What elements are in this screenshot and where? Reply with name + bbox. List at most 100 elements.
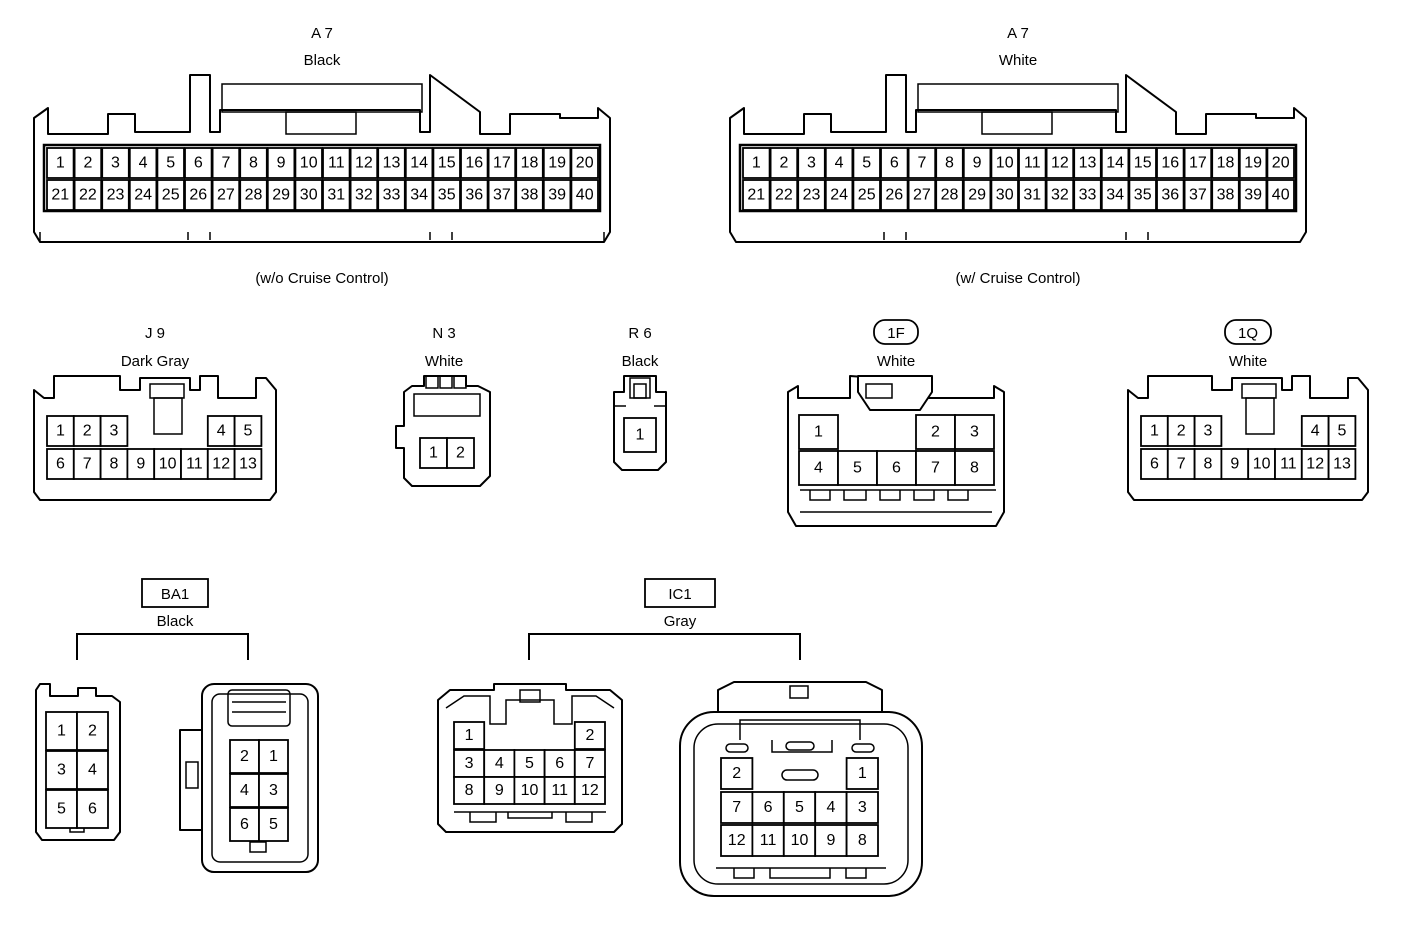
pin-cell <box>76 789 109 829</box>
pin-cell <box>322 147 351 179</box>
pin-cell <box>573 749 606 778</box>
ba1-tag-box <box>141 578 209 608</box>
pin-number: 19 <box>1244 155 1262 172</box>
pin-cell <box>962 147 992 179</box>
pin-number: 1 <box>636 427 645 444</box>
pin-cell <box>349 179 379 211</box>
pin-number: 2 <box>931 424 940 441</box>
pin-cell <box>1156 147 1185 179</box>
pin-cell <box>76 711 109 751</box>
pin-cell <box>824 179 854 211</box>
1f-color: White <box>877 353 915 370</box>
pin-number: 5 <box>1338 423 1347 440</box>
pin-cell <box>258 807 289 842</box>
n3-code: N 3 <box>432 325 455 342</box>
pin-number: 36 <box>1161 187 1179 204</box>
pin-number: 5 <box>166 155 175 172</box>
pin-number: 24 <box>830 187 848 204</box>
pin-number: 7 <box>917 155 926 172</box>
a7-black-color: Black <box>304 52 341 69</box>
pin-number: 28 <box>941 187 959 204</box>
pin-number: 19 <box>548 155 566 172</box>
pin-number: 3 <box>269 782 278 799</box>
pin-cell <box>1018 179 1047 211</box>
pin-number: 7 <box>931 460 940 477</box>
pin-number: 9 <box>495 782 504 799</box>
pin-cell <box>1193 448 1223 480</box>
pin-number: 37 <box>1189 187 1207 204</box>
pin-cell <box>258 739 289 774</box>
pin-number: 24 <box>134 187 152 204</box>
pin-cell <box>907 147 937 179</box>
pin-cell <box>1183 179 1213 211</box>
pin-cell <box>266 147 296 179</box>
pin-cell <box>487 179 517 211</box>
1q-color: White <box>1229 353 1267 370</box>
pin-cell <box>1128 179 1157 211</box>
pin-number: 27 <box>913 187 931 204</box>
pin-number: 2 <box>83 423 92 440</box>
pin-cell <box>1100 179 1130 211</box>
pin-number: 22 <box>79 187 97 204</box>
pin-number: 15 <box>1134 155 1152 172</box>
pin-cell <box>1327 448 1357 480</box>
pin-number: 12 <box>1051 155 1069 172</box>
pin-number: 26 <box>189 187 207 204</box>
pin-number: 23 <box>803 187 821 204</box>
pin-number: 32 <box>355 187 373 204</box>
pin-cell <box>101 147 130 179</box>
pin-cell <box>1100 147 1130 179</box>
pin-cell <box>623 417 657 453</box>
pin-cell <box>460 147 489 179</box>
pin-cell <box>99 415 129 447</box>
pin-cell <box>573 776 606 805</box>
pin-cell <box>72 415 102 447</box>
pin-cell <box>233 448 263 480</box>
pin-cell <box>1266 147 1295 179</box>
pin-cell <box>852 147 881 179</box>
pin-number: 4 <box>826 799 835 816</box>
pin-cell <box>404 179 434 211</box>
pin-number: 10 <box>996 155 1014 172</box>
pin-cell <box>184 179 213 211</box>
pin-number: 17 <box>493 155 511 172</box>
pin-number: 32 <box>1051 187 1069 204</box>
pin-number: 5 <box>57 801 66 818</box>
pin-number: 38 <box>521 187 539 204</box>
pin-cell <box>845 791 879 824</box>
pin-number: 1 <box>57 723 66 740</box>
pin-number: 39 <box>548 187 566 204</box>
pin-cell <box>542 179 572 211</box>
pin-number: 8 <box>970 460 979 477</box>
pin-number: 5 <box>269 816 278 833</box>
pin-number: 13 <box>383 155 401 172</box>
pin-cell <box>751 791 785 824</box>
pin-cell <box>73 147 103 179</box>
pin-cell <box>156 147 185 179</box>
pin-cell <box>487 147 517 179</box>
pin-cell <box>46 448 75 480</box>
pin-number: 11 <box>1024 155 1041 172</box>
pin-cell <box>797 147 826 179</box>
pin-cell <box>1327 415 1357 447</box>
pin-cell <box>349 147 379 179</box>
pin-number: 3 <box>57 762 66 779</box>
pin-number: 13 <box>1333 456 1351 473</box>
pin-number: 1 <box>1150 423 1159 440</box>
pin-number: 11 <box>328 155 345 172</box>
pin-number: 13 <box>239 456 257 473</box>
pin-number: 26 <box>885 187 903 204</box>
pin-cell <box>1211 179 1240 211</box>
pin-cell <box>73 179 103 211</box>
r6-pins: 1 <box>623 417 657 453</box>
pin-cell <box>814 824 848 857</box>
pin-cell <box>954 414 995 450</box>
pin-number: 1 <box>752 155 761 172</box>
pin-number: 5 <box>244 423 253 440</box>
